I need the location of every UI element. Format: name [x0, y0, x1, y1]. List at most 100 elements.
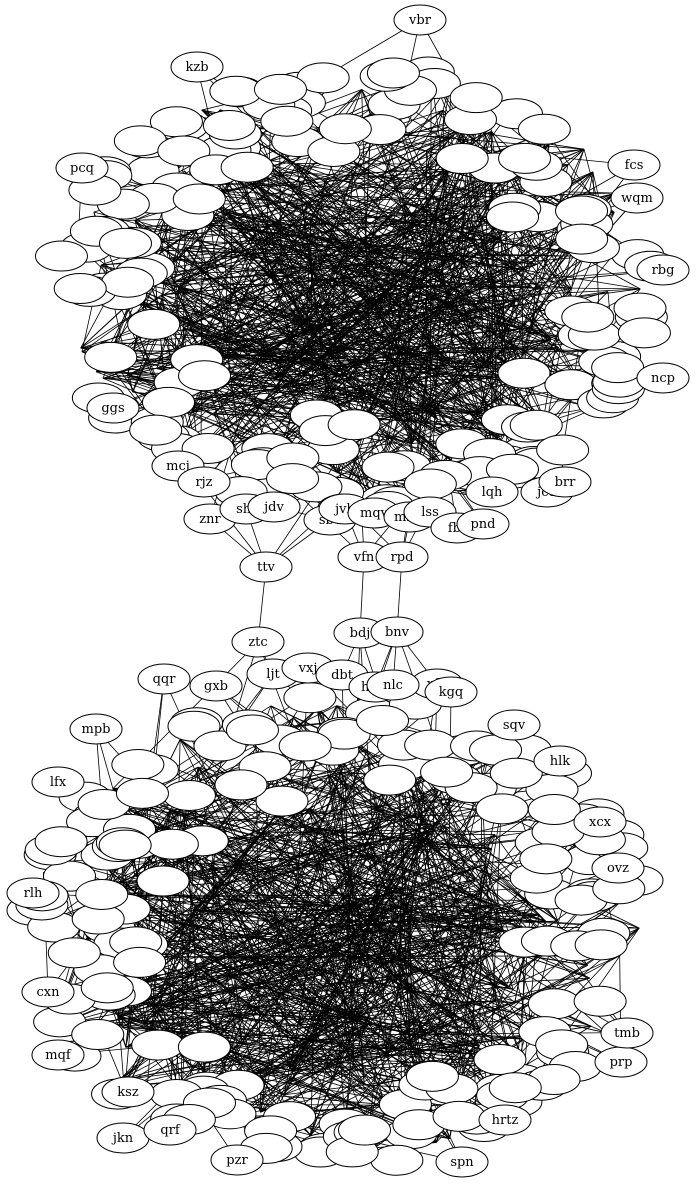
mesh-edge	[268, 831, 509, 988]
mesh-edge	[275, 815, 476, 880]
mesh-edge	[328, 774, 490, 1092]
mesh-edge	[127, 375, 134, 393]
node-ellipse	[338, 1114, 392, 1146]
node-label: ggs	[101, 401, 124, 416]
mesh-edge	[355, 1000, 474, 1019]
node-edge	[122, 755, 504, 1139]
node-ellipse	[403, 468, 457, 500]
node-ellipse	[131, 1029, 185, 1061]
mesh-edge	[185, 247, 589, 257]
node-edge	[177, 228, 575, 467]
filler-node	[202, 110, 256, 142]
filler-node	[53, 273, 107, 305]
mesh-edge	[323, 841, 346, 1122]
filler-node	[71, 1019, 125, 1051]
labeled-nodes: vbrkzbpcqncpggsmcjrjzznrshfjdvsbvjvbmqvm…	[6, 4, 690, 1178]
node-ztc: ztc	[231, 626, 285, 658]
node-ellipse	[591, 352, 645, 384]
mesh-edge	[161, 282, 430, 348]
mesh-edge	[358, 295, 615, 367]
mesh-edge	[320, 970, 370, 1023]
mesh-edge	[170, 199, 440, 445]
filler-node	[327, 409, 381, 441]
node-label: kgq	[439, 685, 464, 700]
mesh-edge	[318, 1023, 365, 1086]
mesh-edge	[262, 879, 356, 1019]
node-ellipse	[498, 142, 552, 174]
node-label: prp	[610, 1055, 633, 1070]
filler-node	[573, 985, 627, 1017]
mesh-edge	[245, 765, 590, 833]
node-ellipse	[487, 709, 541, 741]
filler-node	[318, 113, 372, 145]
node-label: hrtz	[492, 1113, 519, 1128]
node-ellipse	[573, 985, 627, 1017]
mesh-edge	[58, 859, 297, 929]
filler-node	[260, 105, 314, 137]
node-ellipse	[170, 51, 224, 83]
node-ellipse	[600, 1017, 654, 1049]
node-label: tmb	[614, 1026, 640, 1041]
mesh-edge	[518, 299, 552, 340]
mesh-edge	[449, 827, 540, 916]
node-label: vbr	[408, 13, 432, 28]
filler-node	[178, 360, 232, 392]
mesh-edge	[244, 344, 535, 386]
node-xcx: xcx	[573, 806, 627, 838]
filler-node	[420, 756, 474, 788]
node-gxb: gxb	[189, 670, 243, 702]
node-ellipse	[361, 451, 415, 483]
node-label: ovz	[607, 861, 629, 876]
node-label: pnd	[470, 517, 495, 532]
node-ellipse	[636, 254, 690, 286]
filler-node	[162, 779, 216, 811]
mesh-edge	[165, 808, 310, 943]
mesh-edge	[353, 902, 523, 1059]
filler-node	[370, 1144, 424, 1176]
mesh-edge	[419, 285, 532, 288]
mesh-edge	[389, 95, 481, 413]
node-label: mpb	[82, 722, 111, 737]
filler-node	[536, 434, 590, 466]
node-ellipse	[318, 113, 372, 145]
node-ellipse	[475, 793, 529, 825]
mesh-edge	[125, 347, 559, 411]
node-label: dbt	[331, 668, 354, 683]
node-label: bnv	[385, 625, 410, 640]
node-ellipse	[113, 946, 167, 978]
mesh-edge	[208, 1054, 510, 1123]
node-ellipse	[98, 829, 152, 861]
mesh-edge	[498, 237, 583, 387]
mesh-edge	[460, 259, 530, 374]
node-ellipse	[172, 183, 226, 215]
node-ellipse	[177, 466, 231, 498]
node-ellipse	[202, 110, 256, 142]
filler-node	[225, 714, 279, 746]
node-label: hlk	[550, 754, 571, 769]
node-ellipse	[574, 929, 628, 961]
node-ellipse	[435, 1146, 489, 1178]
node-ellipse	[278, 730, 332, 762]
filler-node	[591, 352, 645, 384]
mesh-edge	[297, 855, 326, 1024]
mesh-edge	[267, 216, 348, 304]
node-ellipse	[363, 764, 417, 796]
node-wqm: wqm	[610, 182, 664, 214]
filler-node	[338, 1114, 392, 1146]
node-label: qqr	[153, 672, 177, 687]
node-sqv: sqv	[487, 709, 541, 741]
mesh-edge	[258, 226, 298, 358]
node-cxn: cxn	[21, 976, 75, 1008]
mesh-edge	[423, 793, 445, 1089]
mesh-edge	[99, 189, 338, 377]
mesh-edge	[290, 1067, 309, 1111]
node-label: pcq	[70, 161, 94, 176]
node-edge	[134, 219, 493, 493]
node-nlc: nlc	[366, 669, 420, 701]
node-ellipse	[356, 705, 410, 737]
node-edge	[95, 728, 193, 1068]
mesh-edge	[174, 256, 455, 283]
node-ellipse	[101, 1076, 155, 1108]
node-label: lfx	[50, 775, 67, 790]
